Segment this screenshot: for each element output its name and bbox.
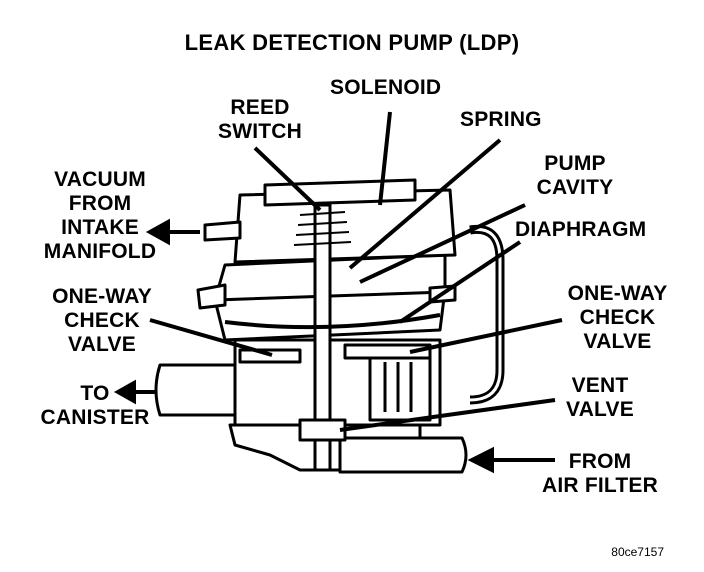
label-check-valve-left: ONE-WAY CHECK VALVE bbox=[52, 285, 152, 356]
label-solenoid: SOLENOID bbox=[330, 76, 442, 99]
leader-check-valve-right bbox=[409, 318, 563, 354]
check-valve-right-disc bbox=[343, 343, 432, 360]
label-diaphragm: DIAPHRAGM bbox=[515, 218, 647, 241]
leader-reed-switch bbox=[253, 146, 322, 212]
vacuum-arrowhead bbox=[145, 218, 170, 246]
vent-valve-seat bbox=[298, 418, 347, 442]
leader-diaphragm bbox=[398, 240, 522, 324]
air-filter-arrowhead bbox=[467, 446, 494, 474]
label-reed-switch: REED SWITCH bbox=[217, 96, 303, 143]
leader-vent-valve bbox=[339, 398, 556, 432]
label-to-canister: TO CANISTER bbox=[40, 382, 150, 429]
figure-code: 80ce7157 bbox=[611, 545, 664, 559]
mounting-ear-left bbox=[196, 283, 227, 310]
label-from-air-filter: FROM AIR FILTER bbox=[542, 450, 658, 497]
diagram-title: LEAK DETECTION PUMP (LDP) bbox=[184, 30, 520, 55]
vent-valve-housing bbox=[368, 353, 432, 422]
leader-pump-cavity bbox=[359, 203, 526, 284]
leader-check-valve-left bbox=[149, 318, 273, 357]
solenoid-top bbox=[263, 178, 417, 207]
central-shaft bbox=[313, 203, 332, 472]
air-filter-inlet-tube bbox=[338, 436, 468, 474]
label-spring: SPRING bbox=[460, 108, 542, 131]
label-check-valve-right: ONE-WAY CHECK VALVE bbox=[567, 282, 668, 353]
spring-coil bbox=[293, 211, 352, 246]
label-vacuum-from-intake-manifold: VACUUM FROM INTAKE MANIFOLD bbox=[43, 168, 157, 263]
label-pump-cavity: PUMP CAVITY bbox=[536, 152, 614, 199]
vacuum-fitting bbox=[203, 220, 242, 242]
leader-solenoid bbox=[378, 111, 392, 206]
leader-spring bbox=[348, 138, 502, 270]
label-vent-valve: VENT VALVE bbox=[566, 374, 634, 421]
diaphragm-line bbox=[224, 313, 441, 330]
vent-loop-hose bbox=[469, 224, 505, 405]
canister-arrowhead bbox=[113, 379, 136, 405]
